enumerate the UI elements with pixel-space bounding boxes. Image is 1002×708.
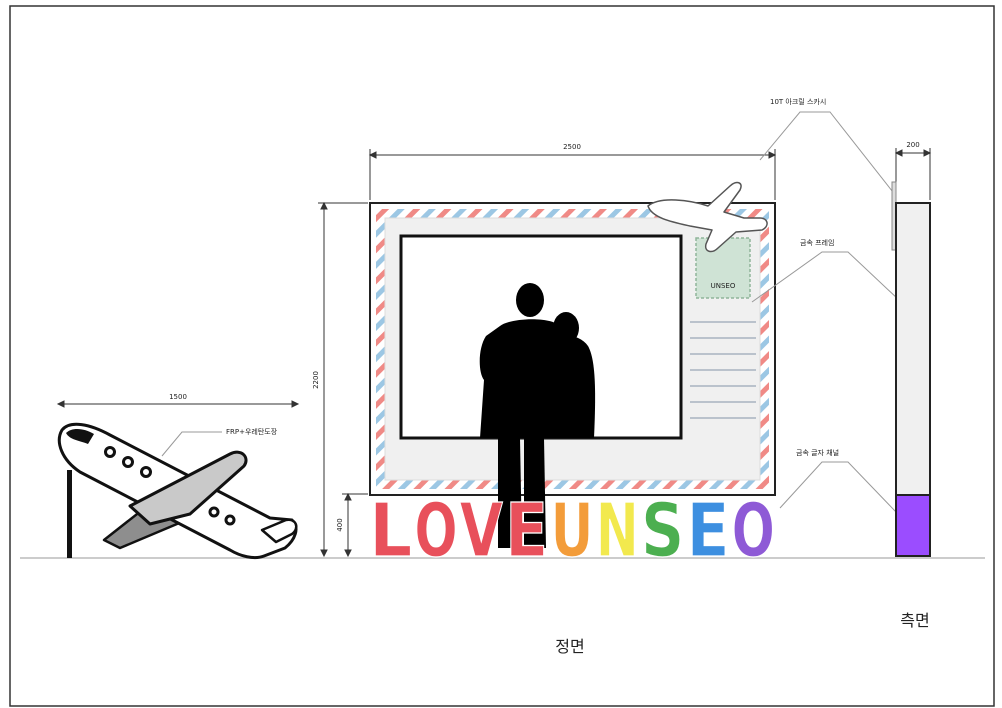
callout-acrylic-sticker: 10T 아크릴 스카시	[770, 97, 826, 106]
callout-metal-frame: 금속 프레임	[800, 238, 834, 247]
dimension-letters-height-label: 400	[336, 518, 344, 531]
side-depth-dimension	[894, 148, 932, 200]
sign-letter: E	[505, 488, 548, 574]
side-view-letter-channel	[895, 494, 931, 557]
plane-support-post	[67, 470, 72, 558]
postcard-address-lines	[690, 321, 756, 419]
postcard-stamp-text: UNSEO	[711, 282, 736, 290]
dimension-total-height	[318, 201, 368, 558]
acrylic-airplane	[647, 181, 768, 253]
callout-metal-channel: 금속 글자 채널	[796, 448, 839, 457]
sign-letter: S	[641, 488, 684, 574]
sign-letter: E	[686, 488, 729, 574]
sign-letter: O	[414, 488, 457, 574]
side-depth-label: 200	[906, 141, 919, 149]
sign-letter: N	[596, 488, 639, 574]
dimension-plane-width-label: 1500	[169, 393, 187, 401]
sign-letter: U	[550, 488, 593, 574]
page-border	[9, 5, 995, 707]
sign-letter: L	[369, 488, 412, 574]
sign-letter: O	[732, 488, 775, 574]
dimension-plane-width	[56, 400, 300, 408]
dimension-letters-height	[342, 492, 368, 558]
plane-windows	[104, 446, 236, 526]
plane-cockpit	[66, 428, 94, 444]
plane-tail	[260, 518, 298, 544]
callout-plane-material: FRP+우레탄도장	[226, 427, 278, 436]
airplane-sculpture	[57, 422, 298, 560]
callout-leader-acrylic	[759, 111, 897, 197]
dimension-total-height-label: 2200	[312, 371, 320, 389]
front-view-label: 정면	[555, 637, 584, 656]
callout-leader-plane	[161, 431, 222, 457]
dimension-frame-width	[368, 149, 777, 200]
sign-letter: V	[460, 488, 503, 574]
couple-silhouette	[479, 283, 596, 548]
side-view-label: 측면	[900, 611, 929, 630]
callout-leader-channel	[779, 461, 897, 513]
callout-leader-frame	[751, 251, 917, 317]
postcard-frame: UNSEO	[369, 181, 776, 548]
side-view-body	[895, 202, 931, 496]
dimension-frame-width-label: 2500	[563, 143, 581, 151]
plane-front-wing	[128, 450, 248, 526]
